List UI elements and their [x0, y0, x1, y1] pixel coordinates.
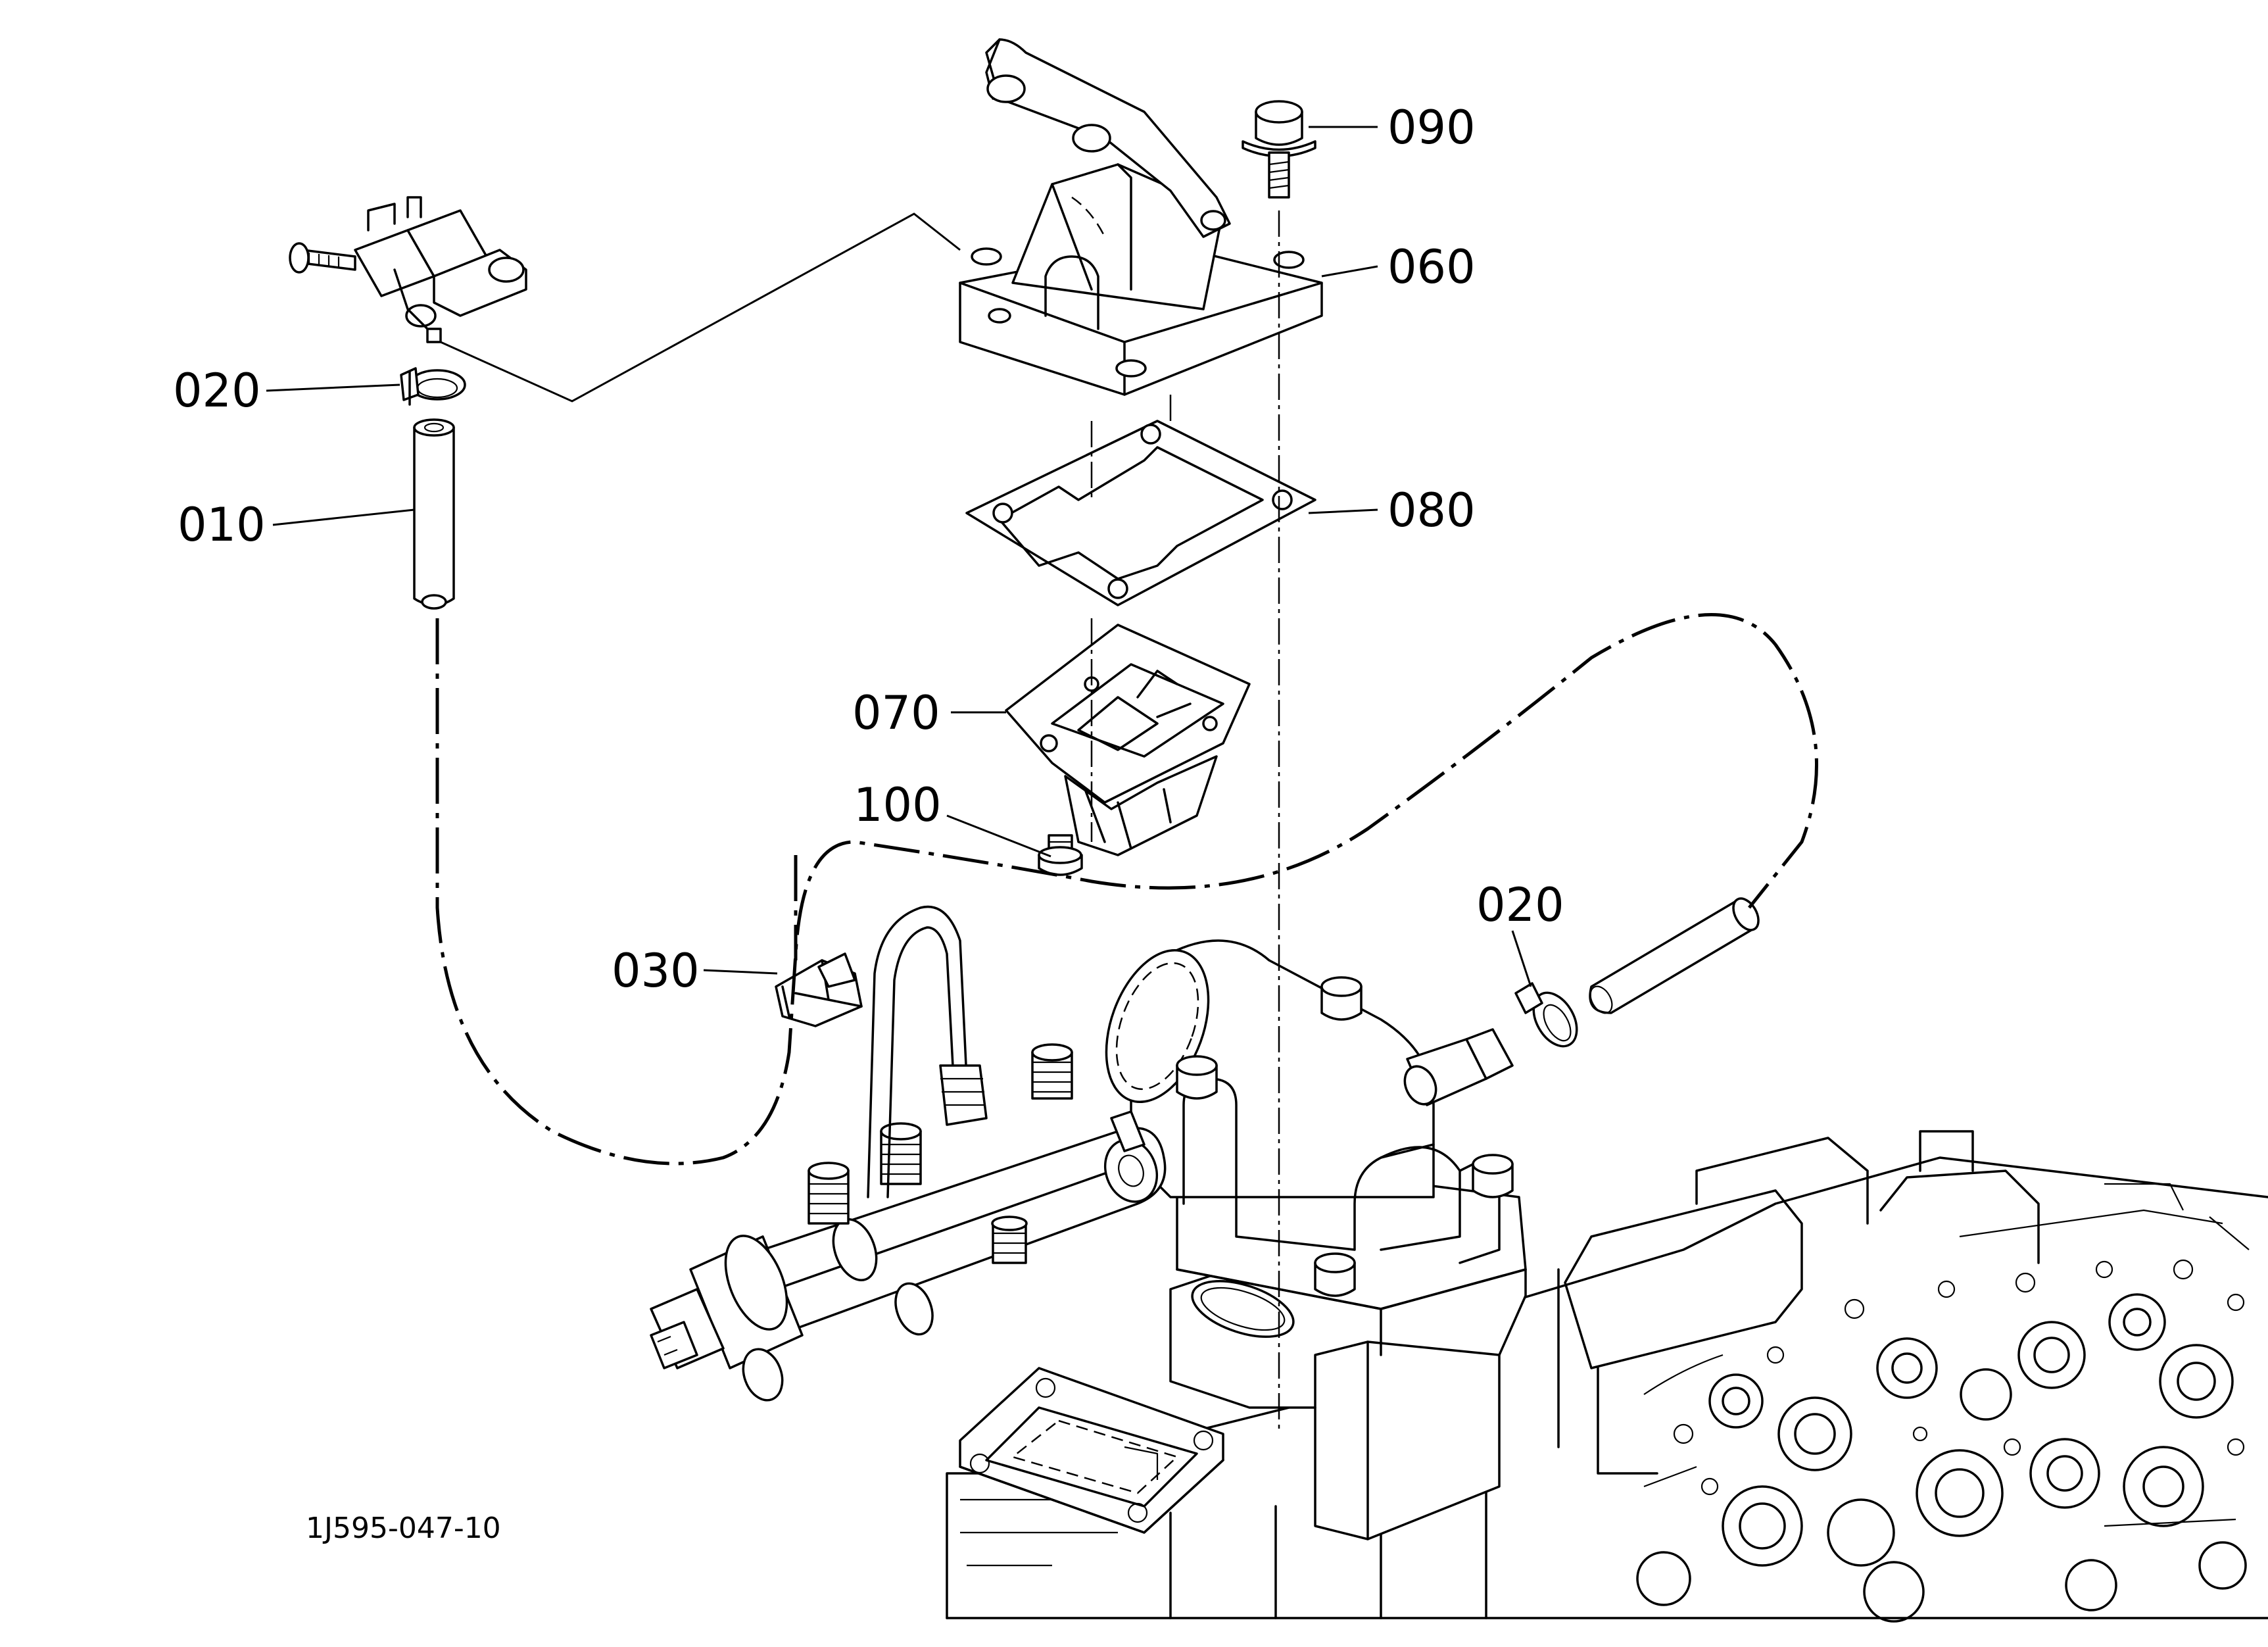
callout-070: 070 [852, 686, 940, 740]
part-020-clamp-top [400, 367, 466, 406]
drawing-number: 1J595-047-10 [306, 1512, 501, 1545]
part-070-reed-valve [1005, 624, 1251, 856]
boost-sensor [289, 196, 527, 343]
intake-manifold [959, 939, 1527, 1540]
callout-010: 010 [178, 498, 266, 552]
vacuum-hose-route [435, 613, 1818, 1166]
engine-block [946, 1130, 2268, 1623]
manifold-bolt [1176, 976, 1514, 1297]
part-010-hose-right [1589, 897, 1760, 1014]
leader-lines [266, 126, 1532, 987]
part-090-bolt [1242, 100, 1316, 199]
part-060-inlet-flange [959, 38, 1323, 396]
part-020-clamp-right [1514, 982, 1578, 1048]
common-rail [650, 905, 1167, 1402]
callout-030: 030 [612, 944, 700, 998]
callout-020-top: 020 [173, 364, 261, 418]
callout-020-right: 020 [1476, 878, 1564, 932]
callout-100: 100 [854, 778, 942, 832]
part-030-clip [775, 952, 863, 1027]
assembly-lines [440, 210, 1280, 1434]
part-080-gasket [965, 420, 1316, 606]
callout-080: 080 [1387, 483, 1476, 537]
rail-outlet [808, 1043, 1073, 1264]
callout-090: 090 [1387, 101, 1476, 155]
callout-labels: 090 060 020 010 080 070 100 020 030 1J59… [173, 101, 1564, 1545]
part-010-hose [413, 418, 455, 610]
callout-060: 060 [1387, 240, 1476, 294]
